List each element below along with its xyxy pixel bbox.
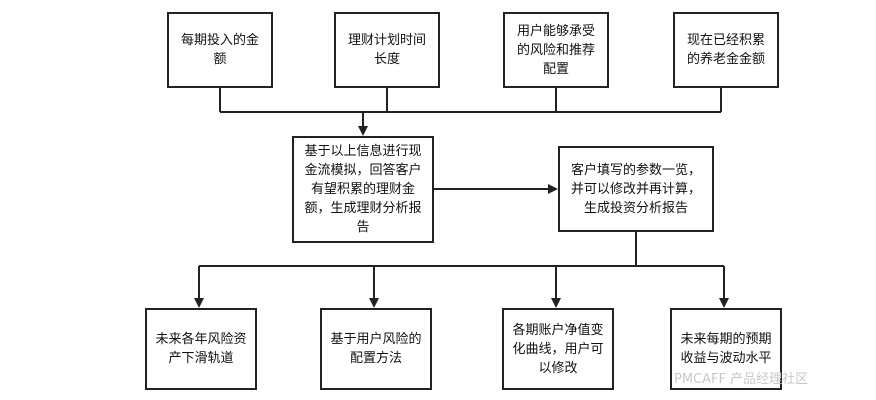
output-label-glide-path: 未来各年风险资产下滑轨道 bbox=[155, 332, 247, 366]
input-box-pension: 现在已经积累的养老金金额 bbox=[673, 12, 779, 88]
input-label-risk: 用户能够承受的风险和推荐配置 bbox=[516, 23, 595, 77]
watermark: PMCAFF 产品经理社区 bbox=[674, 372, 809, 387]
output-box-allocation: 基于用户风险的配置方法 bbox=[320, 308, 432, 390]
process-box-simulation: 基于以上信息进行现金流模拟，回答客户有望积累的理财金额，生成理财分析报告 bbox=[292, 136, 434, 243]
input-box-amount: 每期投入的金额 bbox=[167, 12, 273, 88]
input-box-risk: 用户能够承受的风险和推荐配置 bbox=[503, 12, 609, 88]
review-box-parameters: 客户填写的参数一览，并可以修改并再计算，生成投资分析报告 bbox=[558, 146, 714, 232]
output-box-expected-return: 未来每期的预期收益与波动水平 bbox=[670, 308, 782, 390]
output-label-expected-return: 未来每期的预期收益与波动水平 bbox=[680, 332, 772, 366]
input-label-amount: 每期投入的金额 bbox=[180, 33, 259, 67]
input-label-duration: 理财计划时间长度 bbox=[347, 33, 426, 67]
input-label-pension: 现在已经积累的养老金金额 bbox=[686, 33, 765, 67]
output-box-glide-path: 未来各年风险资产下滑轨道 bbox=[145, 308, 257, 390]
input-box-duration: 理财计划时间长度 bbox=[334, 12, 440, 88]
review-label: 客户填写的参数一览，并可以修改并再计算，生成投资分析报告 bbox=[570, 162, 701, 216]
output-label-net-value: 各期账户净值变化曲线，用户可以修改 bbox=[512, 322, 604, 376]
output-box-net-value: 各期账户净值变化曲线，用户可以修改 bbox=[502, 308, 614, 390]
output-label-allocation: 基于用户风险的配置方法 bbox=[330, 332, 422, 366]
process-label: 基于以上信息进行现金流模拟，回答客户有望积累的理财金额，生成理财分析报告 bbox=[304, 144, 422, 235]
